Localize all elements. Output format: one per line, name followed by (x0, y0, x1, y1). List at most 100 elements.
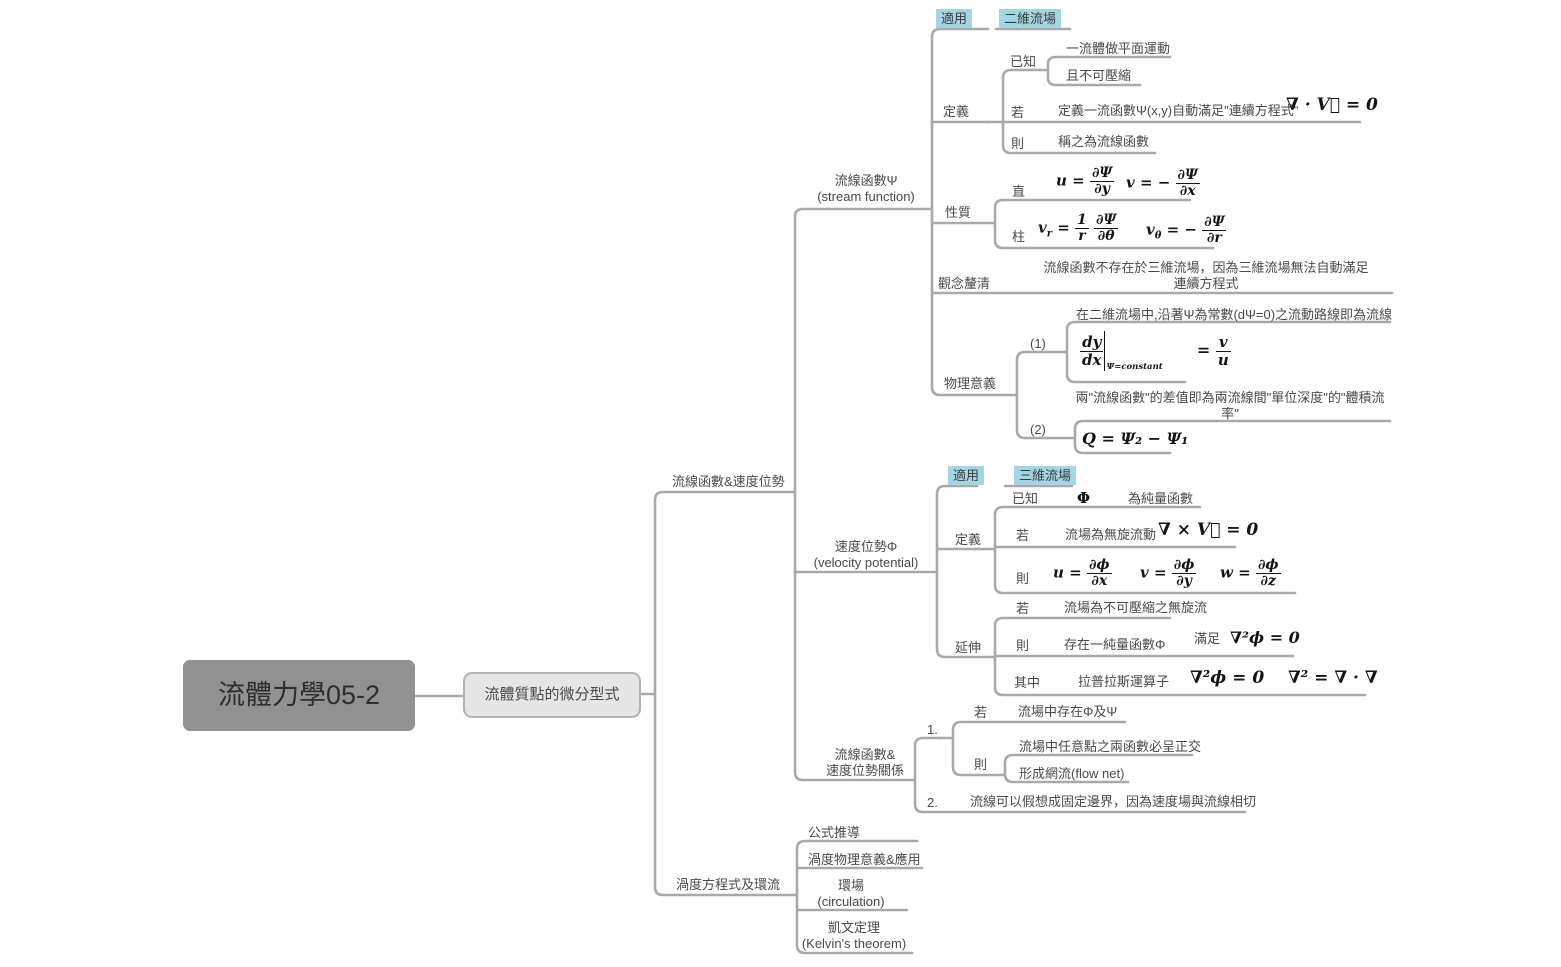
root-topic[interactable]: 流體力學05-2 (183, 660, 415, 731)
formula-v-phi[interactable]: v = ∂ϕ∂y (1140, 557, 1197, 589)
node-def-label[interactable]: 定義 (943, 104, 970, 119)
node-cylindrical-label[interactable]: 柱 (1012, 229, 1026, 244)
node-if-text[interactable]: 定義一流函數Ψ(x,y)自動滿足"連續方程式" (1058, 103, 1299, 118)
topic-line: 速度位勢Φ (834, 539, 898, 554)
formula-vtheta[interactable]: vθ = − ∂Ψ∂r (1146, 214, 1227, 247)
topic-velocity-potential[interactable]: 速度位勢Φ (velocity potential) (795, 539, 937, 570)
node-phi-text[interactable]: 為純量函數 (1128, 491, 1194, 506)
node-satisfy-label[interactable]: 滿足 (1194, 631, 1221, 646)
node-if2-text[interactable]: 流場為無旋流動 (1065, 527, 1157, 542)
node-flownet-text[interactable]: 形成網流(flow net) (1019, 766, 1125, 781)
branch-stream-and-potential[interactable]: 流線函數&速度位勢 (672, 474, 785, 489)
fraction: ∂ϕ∂x (1086, 557, 1112, 590)
formula-part: = (1196, 340, 1211, 360)
branch-vorticity[interactable]: 渦度方程式及環流 (676, 877, 781, 892)
formula-part: ∂x (1179, 183, 1196, 200)
node-known-item1[interactable]: 一流體做平面運動 (1066, 41, 1171, 56)
formula-laplace-operator[interactable]: ∇² = ∇ · ∇ (1288, 668, 1378, 688)
node-then2-label[interactable]: 則 (1016, 571, 1030, 586)
node-point2-text[interactable]: 流線可以假想成固定邊界，因為速度場與流線相切 (970, 794, 1257, 809)
node-point1-label[interactable]: 1. (927, 722, 938, 737)
fraction: ∂ϕ∂z (1255, 557, 1281, 589)
topic-line: 流線函數Ψ (834, 173, 898, 188)
tag-apply-3d[interactable]: 適用 (948, 466, 985, 485)
node-physical-meaning-label[interactable]: 物理意義 (944, 376, 997, 391)
formula-w-phi[interactable]: w = ∂ϕ∂z (1220, 557, 1281, 589)
formula-flowrate[interactable]: Q = Ψ₂ − Ψ₁ (1082, 429, 1189, 448)
node-derivation[interactable]: 公式推導 (808, 825, 861, 840)
formula-continuity[interactable]: ∇ · V⃗ = 0 (1286, 95, 1378, 115)
formula-u-phi[interactable]: u = ∂ϕ∂x (1053, 557, 1112, 590)
node-known2-label[interactable]: 已知 (1012, 491, 1039, 506)
tag-field-2d[interactable]: 二維流場 (999, 9, 1062, 28)
node-circulation[interactable]: 環場 (circulation) (795, 878, 907, 909)
formula-u-psi[interactable]: u = ∂Ψ∂y (1056, 165, 1115, 198)
fraction: ∂Ψ∂y (1089, 165, 1115, 198)
topic-line: (stream function) (817, 188, 915, 204)
formula-v-psi[interactable]: v = − ∂Ψ∂x (1126, 167, 1200, 200)
node-concept-label[interactable]: 觀念釐清 (938, 276, 991, 291)
level1-topic[interactable]: 流體質點的微分型式 (463, 672, 641, 718)
node-then4-label[interactable]: 則 (974, 757, 988, 772)
node-if4-label[interactable]: 若 (974, 705, 988, 720)
node-item1-text[interactable]: 在二維流場中,沿著Ψ為常數(dΨ=0)之流動路線即為流線 (1076, 307, 1393, 322)
formula-irrotational[interactable]: ∇ × V⃗ = 0 (1158, 520, 1259, 540)
fraction: ∂Ψ∂r (1202, 214, 1227, 247)
node-if2-label[interactable]: 若 (1016, 528, 1030, 543)
node-which-label[interactable]: 其中 (1014, 675, 1041, 690)
node-then-label[interactable]: 則 (1011, 136, 1025, 151)
node-point2-label[interactable]: 2. (927, 795, 938, 810)
node-def2-label[interactable]: 定義 (955, 532, 982, 547)
formula-part: v = (1140, 563, 1167, 582)
formula-part: ∂x (1091, 573, 1108, 590)
tag-apply-2d[interactable]: 適用 (936, 9, 973, 28)
topic-stream-function[interactable]: 流線函數Ψ (stream function) (798, 173, 934, 204)
text-line: 流線函數不存在於三維流場，因為三維流場無法自動滿足 (1043, 260, 1369, 275)
node-cartesian-label[interactable]: 直 (1012, 184, 1026, 199)
node-known-label[interactable]: 已知 (1010, 54, 1037, 69)
text-line: 凱文定理 (827, 920, 880, 935)
formula-part: ∂Ψ (1094, 212, 1119, 230)
node-laplace-text[interactable]: 拉普拉斯運算子 (1078, 674, 1170, 689)
node-item2-text[interactable]: 兩"流線函數"的差值即為兩流線間"單位深度"的"體積流 率" (1070, 390, 1390, 421)
node-phi-symbol[interactable]: Φ (1077, 489, 1091, 507)
node-vorticity-meaning[interactable]: 渦度物理意義&應用 (808, 852, 921, 867)
formula-part: ∂y (1094, 181, 1110, 198)
node-item1-label[interactable]: (1) (1030, 336, 1046, 351)
node-if-label[interactable]: 若 (1011, 105, 1025, 120)
formula-part: v (1215, 334, 1231, 352)
formula-part: ∂θ (1097, 228, 1115, 245)
formula-part: ∂ϕ (1255, 557, 1281, 575)
formula-part: ∂r (1206, 230, 1222, 247)
node-if4-text[interactable]: 流場中存在Φ及Ψ (1018, 704, 1118, 719)
tag-field-3d[interactable]: 三維流場 (1014, 466, 1077, 485)
node-item2-label[interactable]: (2) (1030, 422, 1046, 437)
node-prop-label[interactable]: 性質 (945, 205, 972, 220)
node-concept-text[interactable]: 流線函數不存在於三維流場，因為三維流場無法自動滿足 連續方程式 (1020, 260, 1392, 291)
text-line: (circulation) (817, 893, 885, 909)
formula-part: ∂Ψ (1089, 165, 1115, 183)
node-known-item2[interactable]: 且不可壓縮 (1066, 68, 1132, 83)
formula-laplace-1[interactable]: ∇²ϕ = 0 (1230, 628, 1300, 647)
node-if3-text[interactable]: 流場為不可壓縮之無旋流 (1064, 600, 1208, 615)
text-line: 環場 (837, 878, 864, 893)
text-line: 兩"流線函數"的差值即為兩流線間"單位深度"的"體積流 (1075, 390, 1385, 405)
formula-part: ∂ϕ (1171, 557, 1197, 575)
topic-line: 速度位勢關係 (825, 762, 904, 778)
formula-part: r (1078, 228, 1086, 245)
node-then3-label[interactable]: 則 (1016, 638, 1030, 653)
node-if3-label[interactable]: 若 (1016, 601, 1030, 616)
topic-relation[interactable]: 流線函數& 速度位勢關係 (812, 747, 918, 778)
node-kelvin-theorem[interactable]: 凱文定理 (Kelvin's theorem) (793, 920, 915, 951)
formula-laplace-2[interactable]: ∇²ϕ = 0 (1190, 668, 1265, 688)
node-then-text[interactable]: 稱之為流線函數 (1058, 134, 1150, 149)
node-then3-text[interactable]: 存在一純量函數Φ (1064, 637, 1166, 652)
node-orthogonal-text[interactable]: 流場中任意點之兩函數必呈正交 (1019, 739, 1202, 754)
formula-part: ∂ϕ (1086, 557, 1112, 575)
node-extension-label[interactable]: 延伸 (955, 640, 982, 655)
